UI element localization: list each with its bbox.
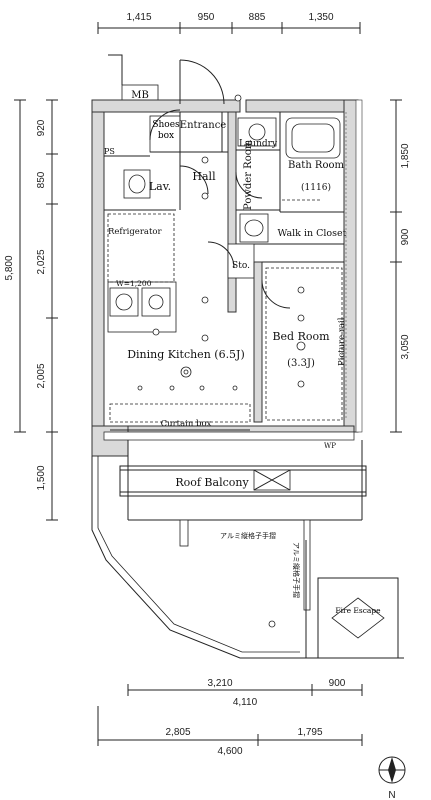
fire-escape: Fire Escape	[317, 577, 399, 659]
left-dim-4: 2,005	[36, 363, 47, 388]
curtain-box-label: Curtain box	[161, 419, 212, 429]
refrigerator-label: Refrigerator	[108, 227, 162, 237]
bottom-dim-1-total: 4,110	[233, 697, 258, 708]
left-dimensions: 5,800 920 850 2,025 2,005 1,500	[4, 99, 58, 521]
bath-size-label: (1116)	[301, 182, 331, 193]
hall-label: Hall	[192, 170, 216, 183]
light-fixtures	[137, 94, 306, 391]
sto-label: Sto.	[232, 261, 250, 271]
mb-label: MB	[131, 90, 149, 101]
bed-size-label: (3.3J)	[287, 358, 315, 369]
picture-rail-label: Picture rail	[337, 317, 347, 366]
top-dim-4: 1,350	[308, 12, 333, 23]
railing-label-1: アルミ縦格子手摺	[220, 531, 276, 540]
railing-label-2: アルミ縦格子手摺	[292, 542, 301, 598]
compass-n-label: N	[388, 790, 395, 800]
entrance-label: Entrance	[180, 120, 227, 131]
bottom-dim-1a: 3,210	[207, 678, 232, 689]
bottom-dimensions: 3,210 900 4,110 2,805 1,795 4,600	[97, 678, 363, 757]
lav-label: Lav.	[149, 180, 171, 193]
right-dim-1: 1,850	[400, 143, 411, 168]
powder-room-label: Powder Room	[243, 139, 254, 210]
bottom-dim-2a: 2,805	[165, 727, 190, 738]
kitchen-spec-label: W=1,200	[116, 279, 152, 288]
bath-room-label: Bath Room	[288, 160, 345, 171]
top-dim-2: 950	[198, 12, 215, 23]
top-dimensions: 1,415 950 885 1,350	[97, 12, 361, 34]
ps-label-1: PS	[104, 147, 115, 156]
outer-walls	[91, 99, 363, 457]
shoes-box-label: Shoes box	[152, 120, 180, 141]
bottom-dim-2-total: 4,600	[217, 746, 242, 757]
interior-walls	[104, 111, 347, 431]
left-dim-balcony: 1,500	[36, 465, 47, 490]
walk-in-closet-label: Walk in Closet	[278, 228, 347, 239]
roof-balcony-label: Roof Balcony	[175, 476, 249, 489]
left-dim-2: 850	[36, 171, 47, 188]
right-dimensions: 1,850 900 3,050	[390, 99, 411, 433]
left-dim-total: 5,800	[4, 255, 15, 280]
top-dim-1: 1,415	[126, 12, 151, 23]
wp-label: WP	[324, 442, 336, 450]
bottom-dim-2b: 1,795	[297, 727, 322, 738]
dining-kitchen-label: Dining Kitchen (6.5J)	[127, 348, 245, 361]
left-dim-3: 2,025	[36, 249, 47, 274]
left-dim-1: 920	[36, 119, 47, 136]
laundry-label: Laundry	[239, 139, 278, 149]
doors	[149, 59, 291, 309]
roof-balcony: Roof Balcony アルミ縦格子手摺 アルミ縦格子手摺	[91, 431, 404, 659]
top-dim-3: 885	[249, 12, 266, 23]
compass-icon: N	[378, 756, 406, 800]
fire-escape-label: Fire Escape	[335, 606, 381, 615]
right-dim-3: 3,050	[400, 334, 411, 359]
right-dim-2: 900	[400, 228, 411, 245]
bed-room-label: Bed Room	[272, 330, 330, 343]
bottom-dim-1b: 900	[329, 678, 346, 689]
